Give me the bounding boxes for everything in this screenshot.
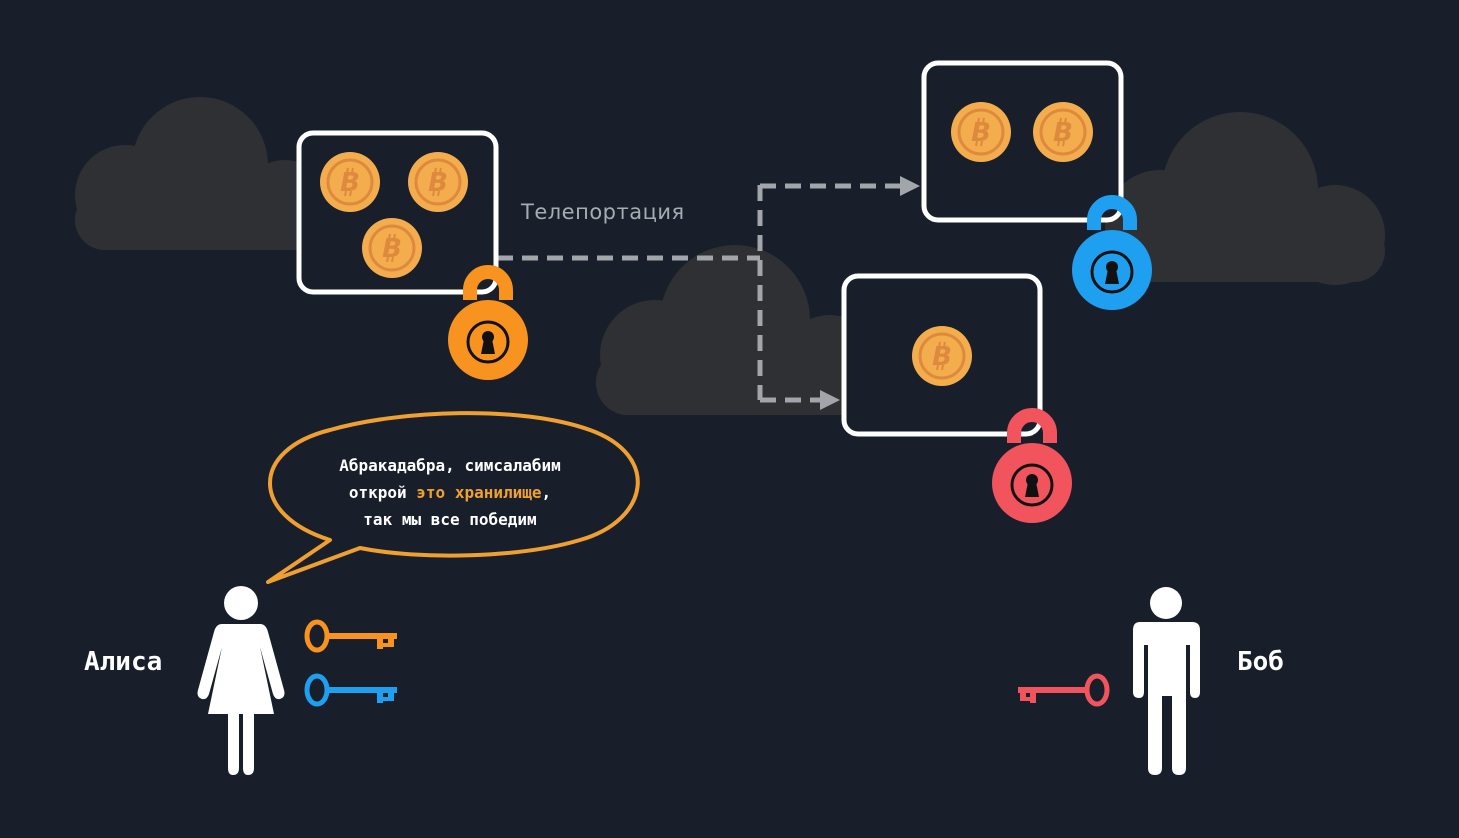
speech-line-1: Абракадабра, симсалабим xyxy=(339,456,561,475)
red-padlock-icon xyxy=(992,408,1072,523)
arrow-head-bottom xyxy=(820,390,840,410)
vault-source xyxy=(296,130,499,295)
teleport-label: Телепортация xyxy=(521,200,685,224)
orange-padlock-icon xyxy=(448,265,528,380)
red-key-icon xyxy=(1018,673,1110,707)
cloud-center xyxy=(596,245,880,415)
blue-key-icon xyxy=(304,673,397,707)
bitcoin-coin-icon xyxy=(360,216,424,280)
speech-line-2-suffix: , xyxy=(541,483,552,502)
cloud-left xyxy=(75,97,330,250)
blue-padlock-icon xyxy=(1072,195,1152,310)
arrow-head-top xyxy=(900,176,920,196)
bitcoin-coin-icon xyxy=(949,100,1013,164)
speech-line-3: так мы все победим xyxy=(363,510,537,529)
bob-figure-icon xyxy=(1133,587,1200,775)
bitcoin-coin-icon xyxy=(406,150,470,214)
speech-bubble-text: Абракадабра, симсалабим открой это храни… xyxy=(300,452,600,533)
speech-line-2-prefix: открой xyxy=(348,483,417,502)
alice-figure-icon xyxy=(197,586,285,775)
orange-key-icon xyxy=(304,619,397,653)
bitcoin-coin-icon xyxy=(910,324,974,388)
speech-bubble xyxy=(266,411,640,584)
bitcoin-coin-icon xyxy=(318,150,382,214)
speech-line-2-highlight: это хранилище xyxy=(416,483,542,502)
speech-line-2: открой это хранилище, xyxy=(300,479,600,506)
teleport-arrows xyxy=(497,183,900,403)
vault-bottom-right xyxy=(841,273,1043,437)
vault-top-right xyxy=(921,60,1124,223)
alice-name: Алиса xyxy=(84,647,163,677)
bob-name: Боб xyxy=(1237,647,1284,677)
bitcoin-coin-icon xyxy=(1031,100,1095,164)
